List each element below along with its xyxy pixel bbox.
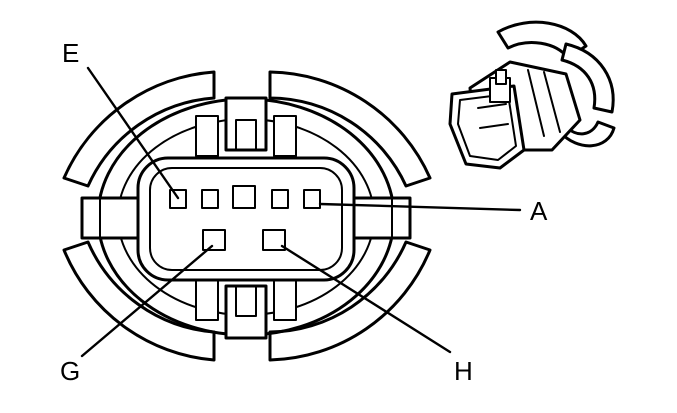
top-rib-left [195,115,219,157]
leader-line-h [280,244,452,354]
pin-cavity-top-2 [201,189,219,209]
label-g: G [60,356,80,386]
iso-latch-button [495,69,507,85]
iso-rib-2 [543,71,561,133]
label-h: H [454,356,473,386]
iso-rear-flange-right [560,42,615,114]
left-side-tab [80,196,144,240]
pin-cavity-h [262,229,286,251]
outer-arc-top-left [62,70,216,188]
pin-cavity-top-4 [271,189,289,209]
top-lock-tab-inner [235,119,257,151]
leader-line-a [318,202,522,212]
label-e: E [62,38,79,68]
callout-lines [80,66,522,358]
leader-line-g [80,244,214,358]
pin-cavity-g [202,229,226,251]
pin-cavity-a [303,189,321,209]
iso-rib-4 [479,123,509,129]
terminal-housing-inner [149,167,343,271]
top-lock-tab [224,96,268,152]
outer-arc-bottom-right [268,240,432,362]
bottom-lock-tab-inner [235,285,257,317]
leader-line-e [86,66,180,200]
pin-cavity-top-center [232,185,256,209]
iso-rib-1 [527,69,545,137]
label-a: A [530,196,548,226]
terminal-housing-outer [136,156,356,282]
outer-arc-bottom-left [62,240,216,362]
outer-arc-top-right [268,70,432,188]
iso-rib-3 [477,103,507,109]
iso-rear-flange-bottom [558,120,616,148]
bottom-rib-left [195,279,219,321]
connector-isometric-view [448,20,616,170]
top-rib-right [273,115,297,157]
connector-face [62,70,432,362]
bottom-lock-tab [224,284,268,340]
bottom-rib-right [273,279,297,321]
